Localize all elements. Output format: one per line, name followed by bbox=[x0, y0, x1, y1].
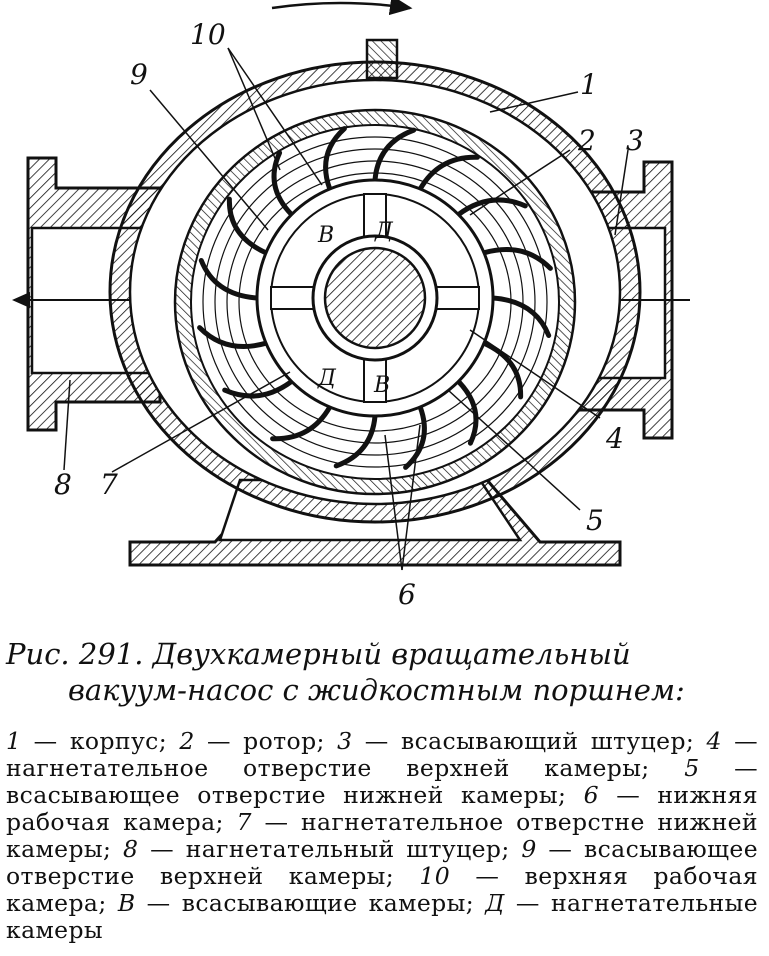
callout-9: 9 bbox=[130, 58, 148, 91]
rotor-blade bbox=[481, 247, 553, 271]
callout-8: 8 bbox=[54, 468, 72, 501]
legend-number: 3 bbox=[337, 727, 353, 755]
legend-text: всасывающий штуцер; bbox=[400, 727, 695, 755]
rotor-blade bbox=[455, 378, 479, 446]
legend-number: 6 bbox=[583, 781, 599, 809]
callout-4: 4 bbox=[605, 422, 624, 455]
liquid-ring bbox=[202, 136, 548, 468]
caption-title-line2: вакуум-насос с жидкостным поршнем: bbox=[68, 673, 685, 707]
discharge-chamber-label-lower: Д bbox=[317, 366, 337, 391]
legend-number: 2 bbox=[179, 727, 195, 755]
discharge-chamber-label-upper: Д bbox=[374, 219, 394, 244]
callout-5: 5 bbox=[586, 504, 604, 537]
rotor-blade bbox=[481, 340, 524, 400]
legend-text: нагнетательное отверстне нижней камеры; bbox=[6, 808, 758, 863]
legend-text: корпус; bbox=[69, 727, 168, 755]
suction-chamber-label-lower: В bbox=[373, 373, 390, 398]
rotor-blade bbox=[323, 126, 347, 192]
legend-text: всасывающее отверстие верхней камеры; bbox=[6, 835, 759, 890]
rotor-blade bbox=[490, 295, 552, 338]
legend-entry: 3 — всасывающий штуцер; bbox=[337, 727, 695, 755]
legend-text: нижняя рабочая камера; bbox=[6, 781, 759, 836]
legend-entry: 4 — нагнетательное отверстие верхней кам… bbox=[6, 727, 759, 782]
rotor-blade bbox=[417, 154, 480, 192]
legend-number: 9 bbox=[521, 835, 537, 863]
rotor-blade bbox=[222, 378, 295, 399]
leader-lines bbox=[63, 47, 629, 571]
legend-entry: 2 — ротор; bbox=[179, 727, 325, 755]
callout-3: 3 bbox=[626, 124, 644, 157]
legend-text: верхняя рабочая камера; bbox=[6, 862, 758, 917]
rotor-blade bbox=[333, 413, 378, 469]
suction-chamber-label-upper: В bbox=[317, 223, 334, 248]
legend-entry: 7 — нагнетательное отверстне нижней каме… bbox=[6, 808, 758, 863]
rotor-hub bbox=[255, 178, 495, 418]
legend-entry: В — всасывающие камеры; bbox=[117, 889, 475, 917]
rotation-arrow bbox=[271, 0, 413, 16]
legend-text: нагнетательное отверстие верхней камеры; bbox=[6, 754, 650, 782]
callout-7: 7 bbox=[100, 468, 118, 501]
legend-entry: 10 — верхняя рабочая камера; bbox=[6, 862, 758, 917]
legend-number: 7 bbox=[236, 808, 252, 836]
pump-diagram: В Д Д В 1 2 3 4 5 6 7 8 9 10 bbox=[12, 0, 690, 611]
legend-text: нагнетательные камеры bbox=[6, 889, 759, 944]
legend-number: 5 bbox=[684, 754, 700, 782]
legend-number: 4 bbox=[706, 727, 722, 755]
rotor-blade bbox=[271, 150, 295, 218]
rotor-blade bbox=[197, 325, 269, 349]
legend-text: всасывающее отверстие нижней камеры; bbox=[6, 781, 567, 809]
legend-entry: 6 — нижняя рабочая камера; bbox=[6, 781, 759, 836]
legend-number: 1 bbox=[6, 727, 22, 755]
callout-6: 6 bbox=[398, 578, 416, 611]
legend-number: 8 bbox=[123, 835, 139, 863]
callout-2: 2 bbox=[577, 124, 596, 157]
caption-prefix: Рис. 291. bbox=[6, 637, 144, 671]
caption-title-line1: Двухкамерный вращательный bbox=[152, 637, 631, 671]
legend-entry: 8 — нагнетательный штуцер; bbox=[123, 835, 510, 863]
legend-number: 10 bbox=[419, 862, 451, 890]
legend-entry: 1 — корпус; bbox=[6, 727, 168, 755]
legend-number: В bbox=[117, 889, 136, 917]
callout-10: 10 bbox=[190, 18, 226, 51]
legend-text: всасывающие камеры; bbox=[181, 889, 475, 917]
rotor-blade bbox=[403, 404, 427, 470]
legend-entry: 9 — всасывающее отверстие верхней камеры… bbox=[6, 835, 759, 890]
rotor-blade bbox=[226, 196, 269, 256]
rotor-blade bbox=[372, 127, 417, 183]
legend-entry: 5 — всасывающее отверстие нижней камеры; bbox=[6, 754, 758, 809]
rotor-blade bbox=[270, 404, 333, 442]
legend-text: ротор; bbox=[243, 727, 325, 755]
legend-text: нагнетательный штуцер; bbox=[185, 835, 510, 863]
rotor-blade bbox=[198, 258, 260, 301]
figure-caption: Рис. 291. Двухкамерный вращательный ваку… bbox=[6, 636, 762, 708]
rotor-blades bbox=[197, 126, 553, 470]
legend-number: Д bbox=[485, 889, 505, 917]
callout-1: 1 bbox=[580, 68, 598, 101]
figure-legend: 1 — корпус; 2 — ротор; 3 — всасывающий ш… bbox=[6, 728, 758, 944]
legend-entry: Д — нагнетательные камеры bbox=[6, 889, 759, 944]
